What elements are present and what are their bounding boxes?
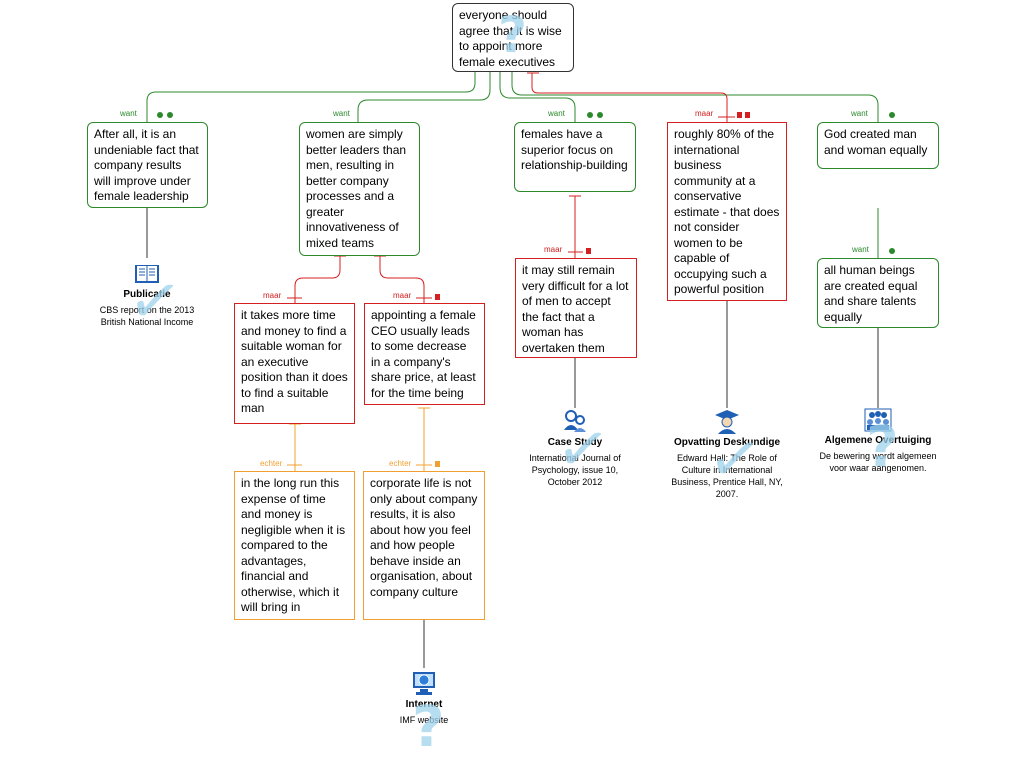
- strength-dot: [889, 248, 895, 254]
- people-icon: [564, 410, 586, 432]
- strength-square: [745, 112, 750, 118]
- source-internet[interactable]: Internet IMF website: [364, 670, 484, 726]
- crowd-icon: [864, 408, 892, 432]
- rebuttal-box-2[interactable]: corporate life is not only about company…: [363, 471, 485, 620]
- source-opvatting-deskundige[interactable]: Opvatting Deskundige Edward Hall: The Ro…: [667, 408, 787, 500]
- strength-dot: [167, 112, 173, 118]
- strength-markers: [157, 112, 895, 467]
- support-line-1: [146, 72, 476, 122]
- objection-box-2[interactable]: it takes more time and money to find a s…: [234, 303, 355, 424]
- connector-label-maar: maar: [393, 291, 412, 300]
- strength-square: [586, 248, 591, 254]
- connector-label-maar: maar: [263, 291, 282, 300]
- source-description: Edward Hall: The Role of Culture in Inte…: [671, 453, 783, 499]
- objection-connectors: [294, 72, 728, 303]
- connector-label-maar: maar: [544, 245, 563, 254]
- strength-dot: [587, 112, 593, 118]
- source-description: CBS report on the 2013 British National …: [99, 305, 195, 327]
- objection-line-3: [379, 256, 425, 303]
- rebuttal-box-1[interactable]: in the long run this expense of time and…: [234, 471, 355, 620]
- strength-square: [435, 294, 440, 300]
- strength-dot: [889, 112, 895, 118]
- support-line-2: [357, 72, 491, 122]
- source-case-study[interactable]: Case Study International Journal of Psyc…: [515, 408, 635, 488]
- source-type: Internet: [405, 699, 443, 710]
- strength-dot: [597, 112, 603, 118]
- connector-label-want: want: [852, 245, 869, 254]
- objection-box-1[interactable]: roughly 80% of the international busines…: [667, 122, 787, 301]
- reason-box-2[interactable]: women are simply better leaders than men…: [299, 122, 420, 256]
- connector-label-want: want: [548, 109, 565, 118]
- connector-label-maar: maar: [695, 109, 714, 118]
- source-algemene-overtuiging[interactable]: Algemene Overtuiging De bewering wordt a…: [815, 408, 941, 474]
- reason-box-3[interactable]: females have a superior focus on relatio…: [514, 122, 636, 192]
- source-description: De bewering wordt algemeen voor waar aan…: [819, 451, 937, 473]
- sub-reason-box[interactable]: all human beings are created equal and s…: [817, 258, 939, 328]
- graduate-icon: [715, 410, 739, 434]
- objection-box-4[interactable]: it may still remain very difficult for a…: [515, 258, 637, 358]
- reason-box-1[interactable]: After all, it is an undeniable fact that…: [87, 122, 208, 208]
- connector-label-want: want: [851, 109, 868, 118]
- connector-label-echter: echter: [260, 459, 283, 468]
- source-type: Publicatie: [123, 289, 171, 300]
- connector-label-want: want: [333, 109, 350, 118]
- strength-square: [737, 112, 742, 118]
- source-type: Opvatting Deskundige: [673, 437, 781, 448]
- main-claim[interactable]: everyone should agree that it is wise to…: [452, 3, 574, 72]
- source-type: Case Study: [547, 437, 603, 448]
- source-description: IMF website: [399, 715, 449, 725]
- monitor-icon: [413, 672, 435, 695]
- strength-square: [435, 461, 440, 467]
- objection-line-1: [531, 73, 728, 122]
- book-icon: [135, 265, 159, 283]
- source-publicatie[interactable]: Publicatie CBS report on the 2013 Britis…: [87, 262, 207, 328]
- objection-line-2: [294, 256, 341, 303]
- strength-dot: [157, 112, 163, 118]
- support-line-4: [511, 72, 879, 122]
- reason-box-4[interactable]: God created man and woman equally: [817, 122, 939, 169]
- source-connectors: [146, 208, 879, 668]
- connector-label-echter: echter: [389, 459, 412, 468]
- objection-box-3[interactable]: appointing a female CEO usually leads to…: [364, 303, 485, 405]
- support-connectors: [146, 72, 879, 258]
- support-line-3: [499, 72, 576, 122]
- source-type: Algemene Overtuiging: [824, 435, 932, 446]
- rebuttal-connectors: [289, 407, 430, 471]
- source-description: International Journal of Psychology, iss…: [529, 453, 621, 487]
- connector-label-want: want: [120, 109, 137, 118]
- label-underlines: [287, 116, 735, 466]
